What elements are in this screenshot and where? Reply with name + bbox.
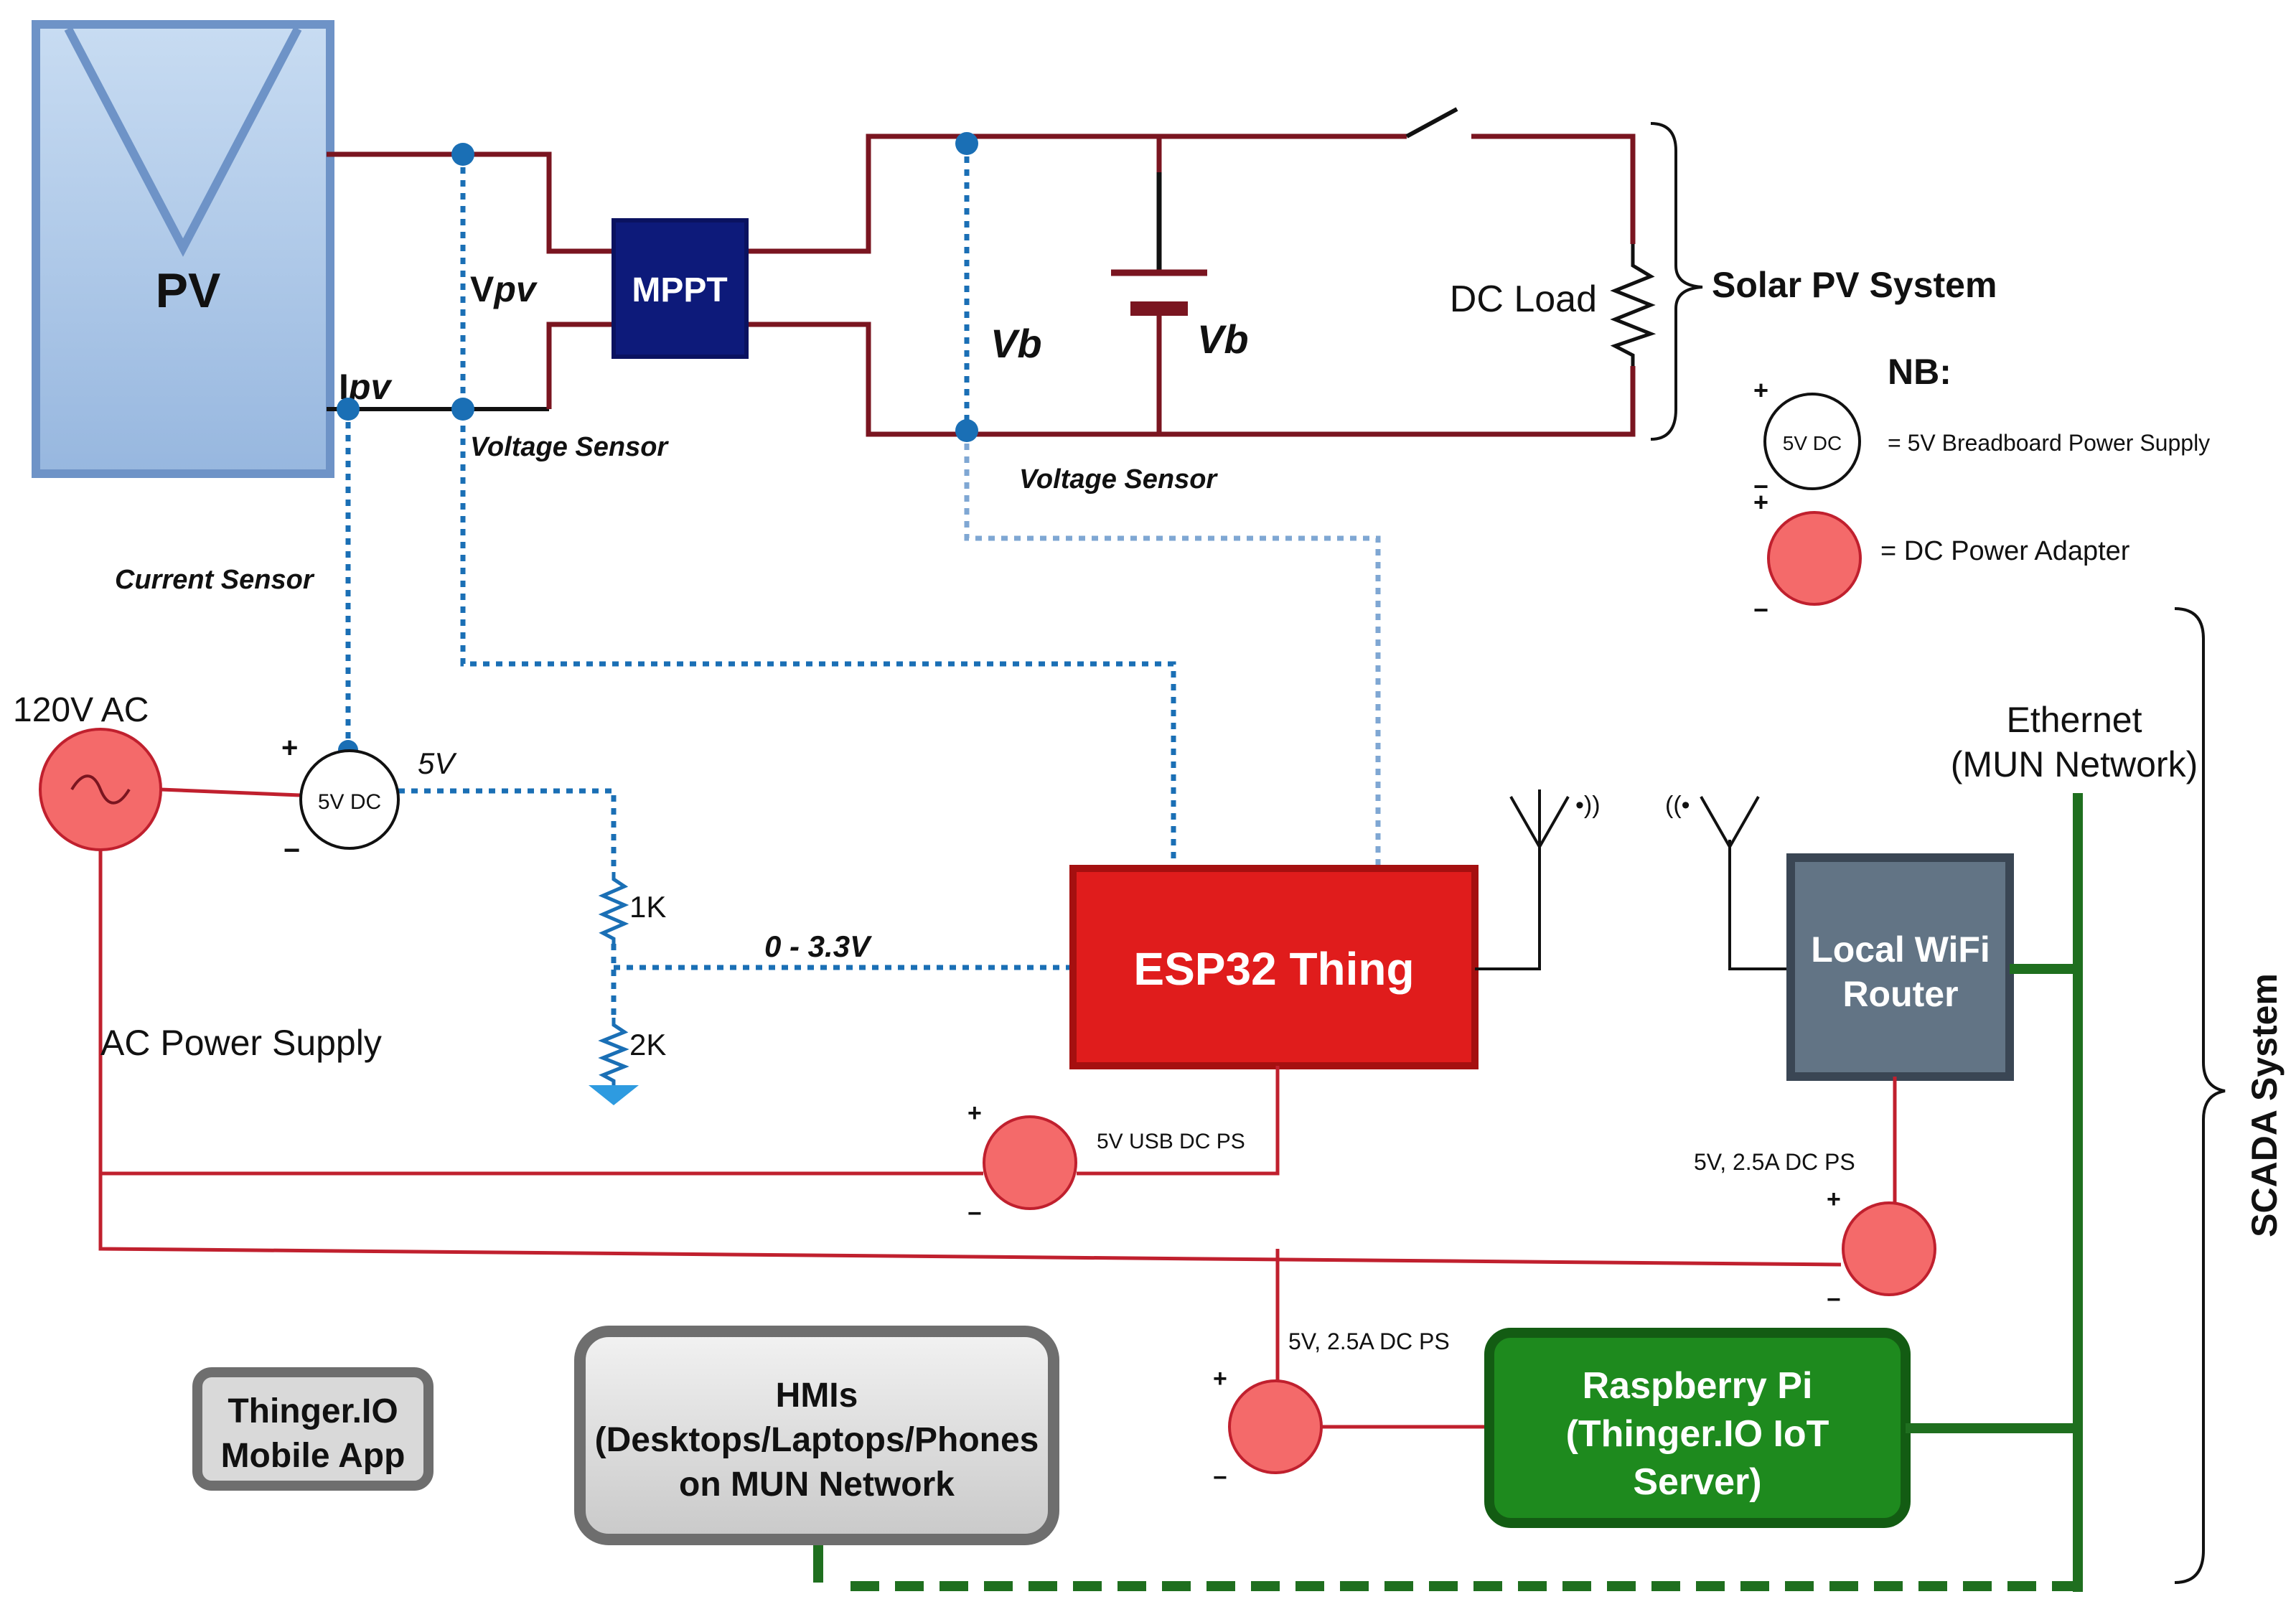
pv-panel: PV [32,20,334,478]
mppt-box: MPPT [612,218,749,359]
pi-ps-label: 5V, 2.5A DC PS [1288,1328,1450,1354]
mobile-app-box: Thinger.IO Mobile App [192,1367,434,1491]
legend-title: NB: [1888,352,1951,392]
current-sensor-label: Current Sensor [115,565,315,595]
supply-5v-label: 5V [418,746,457,780]
scada-system-bracket [2174,607,2226,1584]
esp32-antenna-icon [1509,796,1570,850]
pi-adapter-minus: − [1213,1464,1227,1491]
pi-label-line3: Server) [1633,1461,1761,1503]
breadboard-minus: − [284,835,300,866]
hmi-box: HMIs (Desktops/Laptops/Phones on MUN Net… [574,1326,1059,1545]
resistor-2k [598,1018,629,1085]
ac-power-supply-label: AC Power Supply [100,1023,382,1063]
wifi-router-box: Local WiFi Router [1786,853,2014,1081]
router-ps-label: 5V, 2.5A DC PS [1694,1149,1855,1175]
router-adapter [1842,1201,1936,1296]
pv-label: PV [156,263,221,318]
ethernet-label-line2: (MUN Network) [1951,744,2198,784]
adc-range-label: 0 - 3.3V [764,929,872,963]
solar-pv-system-label: Solar PV System [1712,265,1997,305]
hmi-label-line2: (Desktops/Laptops/Phones [595,1421,1039,1459]
raspberry-pi-box: Raspberry Pi (Thinger.IO IoT Server) [1484,1328,1911,1528]
hmi-label-line3: on MUN Network [679,1466,955,1504]
router-adapter-minus: − [1827,1286,1841,1313]
app-label-line1: Thinger.IO [228,1392,398,1430]
pi-adapter [1228,1379,1323,1474]
pi-label-line2: (Thinger.IO IoT [1566,1413,1829,1455]
ac-source [39,728,162,851]
pv-voltage-sensor-label: Voltage Sensor [470,432,669,462]
vpv-label: Vpv [470,269,538,309]
dc-load-label: DC Load [1450,278,1597,320]
ground-icon [589,1085,639,1105]
legend-adapter-minus: − [1753,595,1768,624]
pi-label-line1: Raspberry Pi [1583,1365,1813,1407]
ethernet-label-line1: Ethernet [2006,700,2142,740]
esp32-wireless-icon: •)) [1575,792,1601,819]
legend-adapter-plus: + [1753,487,1768,517]
router-antenna-icon [1700,796,1760,850]
mppt-label: MPPT [632,271,727,309]
legend-5v-symbol-label: 5V DC [1783,432,1842,454]
solar-system-bracket [1650,122,1703,441]
ac-source-label: 120V AC [13,691,149,729]
legend-adapter-symbol [1767,511,1862,606]
vb-right-label: Vb [1197,317,1249,362]
router-label-line2: Router [1842,974,1958,1014]
esp32-usb-adapter [983,1115,1077,1210]
legend: NB: + 5V DC = 5V Breadboard Power Supply… [1753,352,2210,624]
scada-system-label: SCADA System [2244,973,2285,1237]
breadboard-ps-label: 5V DC [318,790,381,814]
legend-5v-symbol [1763,393,1861,490]
hmi-label-line1: HMIs [776,1377,858,1415]
esp32-label: ESP32 Thing [1133,943,1414,995]
router-wireless-icon: ((• [1665,792,1690,819]
battery-voltage-sensor-label: Voltage Sensor [1019,464,1218,495]
pi-adapter-plus: + [1213,1365,1227,1392]
legend-item2-text: = DC Power Adapter [1880,536,2130,566]
esp32-adapter-plus: + [967,1100,982,1127]
battery-plate-negative [1130,301,1188,316]
esp32-usb-ps-label: 5V USB DC PS [1097,1130,1245,1153]
legend-item1-text: = 5V Breadboard Power Supply [1888,430,2210,456]
app-label-line2: Mobile App [221,1437,406,1475]
ethernet-bus [813,793,2083,1592]
esp32-box: ESP32 Thing [1069,865,1479,1069]
resistor-2k-label: 2K [629,1028,666,1061]
esp32-adapter-minus: − [967,1200,982,1227]
breadboard-power-supply: 5V DC [299,749,400,850]
legend-plus: + [1753,375,1768,405]
router-label-line1: Local WiFi [1811,929,1990,970]
breadboard-plus: + [281,732,298,764]
dc-load-resistor [1610,244,1657,366]
sine-wave-icon [70,774,131,805]
load-switch [1405,107,1458,139]
resistor-1k [598,872,629,944]
pv-dc-wiring [327,107,1657,437]
resistor-1k-label: 1K [629,890,666,924]
legend-minus: − [1753,472,1768,501]
router-adapter-plus: + [1827,1186,1841,1213]
vb-left-label: Vb [990,321,1042,366]
